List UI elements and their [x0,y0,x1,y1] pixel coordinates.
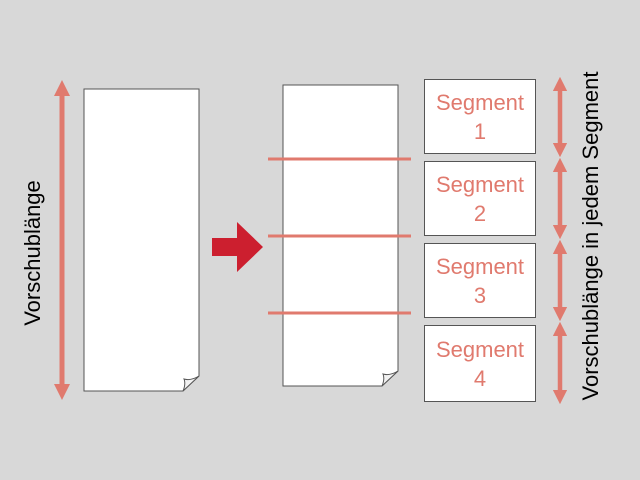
segment-1-word: Segment [435,89,525,115]
segment-3-number: 3 [473,282,487,308]
segment-2-word: Segment [435,171,525,197]
original-page [83,88,200,392]
segment-1-number: 1 [473,118,487,144]
segment-3-word: Segment [435,253,525,279]
segment-4-word: Segment [435,336,525,362]
segment-box-1: Segment 1 [424,79,536,154]
transform-arrow-icon [212,222,263,272]
segment-box-3: Segment 3 [424,243,536,318]
segment-2-number: 2 [473,200,487,226]
segmented-page-curl-icon [381,370,399,387]
segment-4-number: 4 [473,365,487,391]
segment-box-2: Segment 2 [424,161,536,236]
segment-box-4: Segment 4 [424,325,536,402]
right-axis-label: Vorschublänge in jedem Segment [578,72,603,401]
original-page-curl-icon [182,375,200,392]
left-axis-label: Vorschublänge [20,180,45,326]
